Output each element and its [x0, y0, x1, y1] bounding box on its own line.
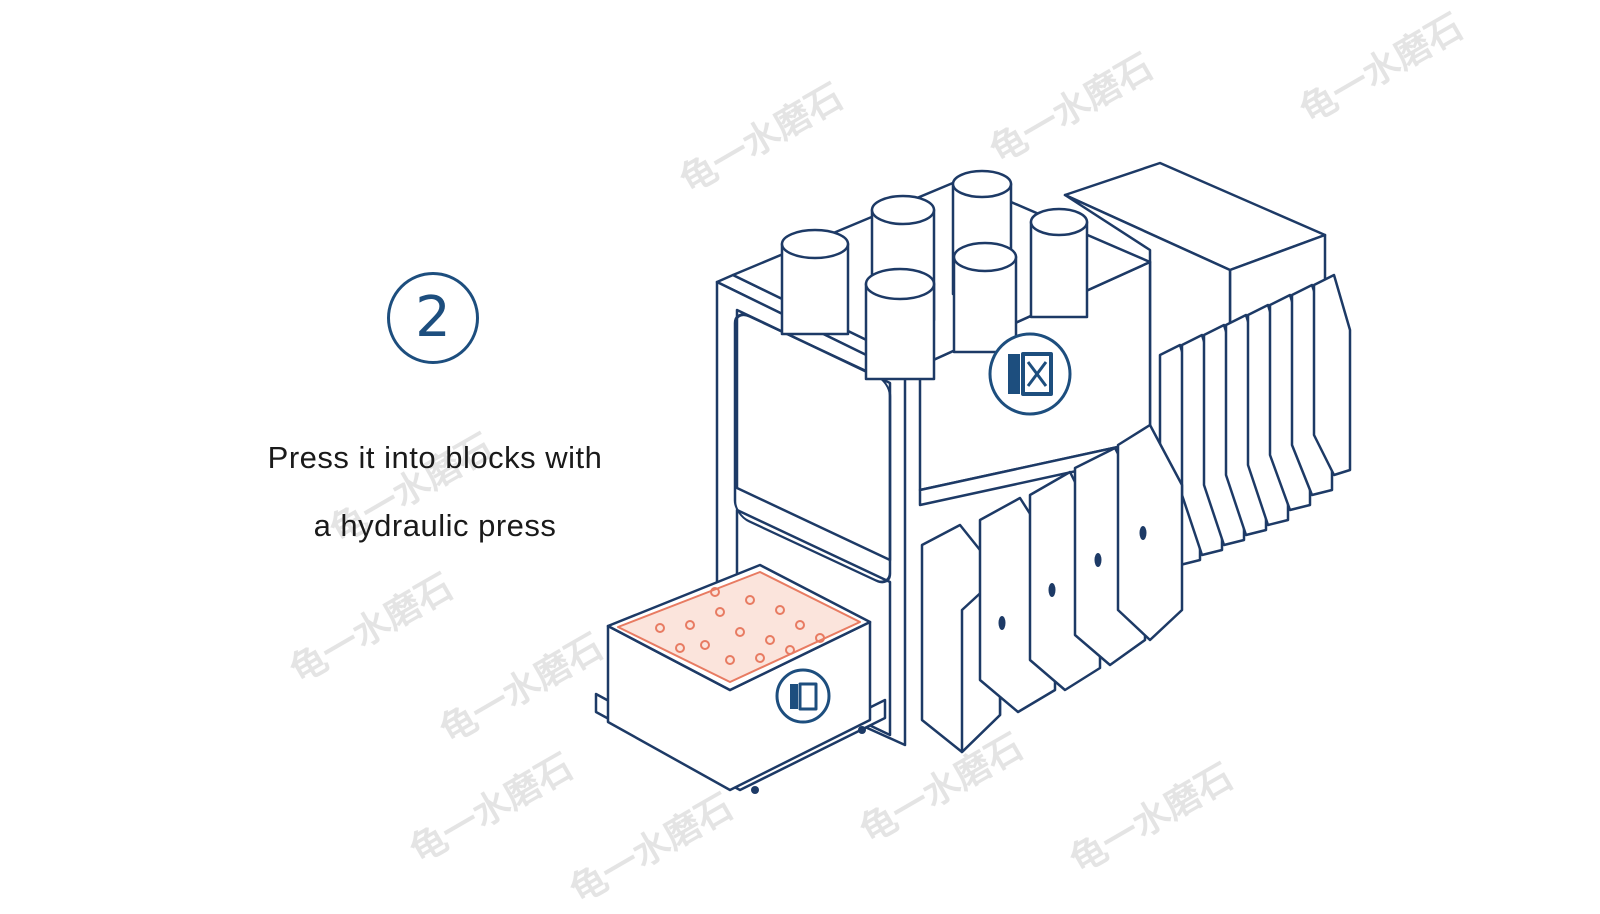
hydraulic-press-illustration — [594, 161, 1352, 794]
brand-logo-icon — [988, 332, 1072, 416]
material-granules — [655, 587, 825, 665]
press-lower-cabinets — [918, 423, 1184, 754]
cylinder — [780, 228, 850, 336]
cylinder — [1029, 207, 1089, 319]
caption-line-2: a hydraulic press — [313, 508, 557, 543]
press-filter-plates — [1158, 273, 1352, 567]
cylinder — [952, 241, 1018, 354]
cylinder — [864, 267, 936, 381]
brand-logo-icon — [775, 668, 831, 724]
step-number-badge: 2 — [387, 272, 479, 364]
material-tray — [594, 563, 887, 794]
caption-line-1: Press it into blocks with — [267, 440, 603, 475]
hydraulic-cylinders — [780, 169, 1089, 381]
step-number: 2 — [415, 285, 451, 350]
